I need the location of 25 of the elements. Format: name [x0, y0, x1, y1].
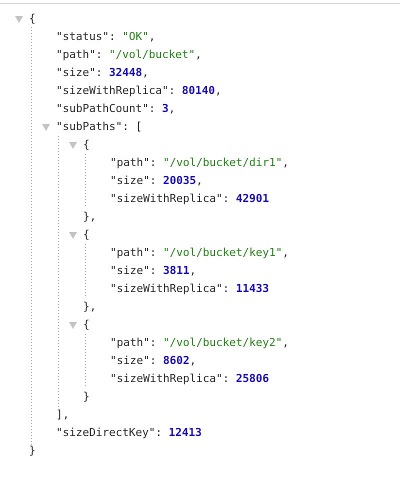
- json-line: }: [29, 444, 36, 458]
- json-line: },: [83, 300, 96, 314]
- json-line: "size": 8602,: [110, 354, 196, 368]
- json-line: "path": "/vol/bucket/key2",: [110, 336, 289, 350]
- json-line: "sizeWithReplica": 80140,: [56, 84, 222, 98]
- json-line: {: [83, 228, 90, 242]
- json-line: },: [83, 210, 96, 224]
- json-line: "subPathCount": 3,: [56, 102, 176, 116]
- json-line: "sizeWithReplica": 25806: [110, 372, 269, 386]
- json-line: {: [29, 12, 36, 26]
- json-line: "sizeWithReplica": 11433: [110, 282, 269, 296]
- json-line: "path": "/vol/bucket",: [56, 48, 202, 62]
- json-line: "sizeWithReplica": 42901: [110, 192, 269, 206]
- json-line: "size": 3811,: [110, 264, 196, 278]
- json-line: {: [83, 138, 90, 152]
- json-line: "path": "/vol/bucket/dir1",: [110, 156, 289, 170]
- json-line: }: [83, 390, 90, 404]
- json-line: "path": "/vol/bucket/key1",: [110, 246, 289, 260]
- json-line: "size": 20035,: [110, 174, 203, 188]
- json-line: "size": 32448,: [56, 66, 149, 80]
- json-line: "subPaths": [: [56, 120, 142, 134]
- json-line: ],: [56, 408, 70, 422]
- json-line: "sizeDirectKey": 12413: [56, 426, 202, 440]
- json-line: "status": "OK",: [56, 30, 156, 44]
- json-line: {: [83, 318, 90, 332]
